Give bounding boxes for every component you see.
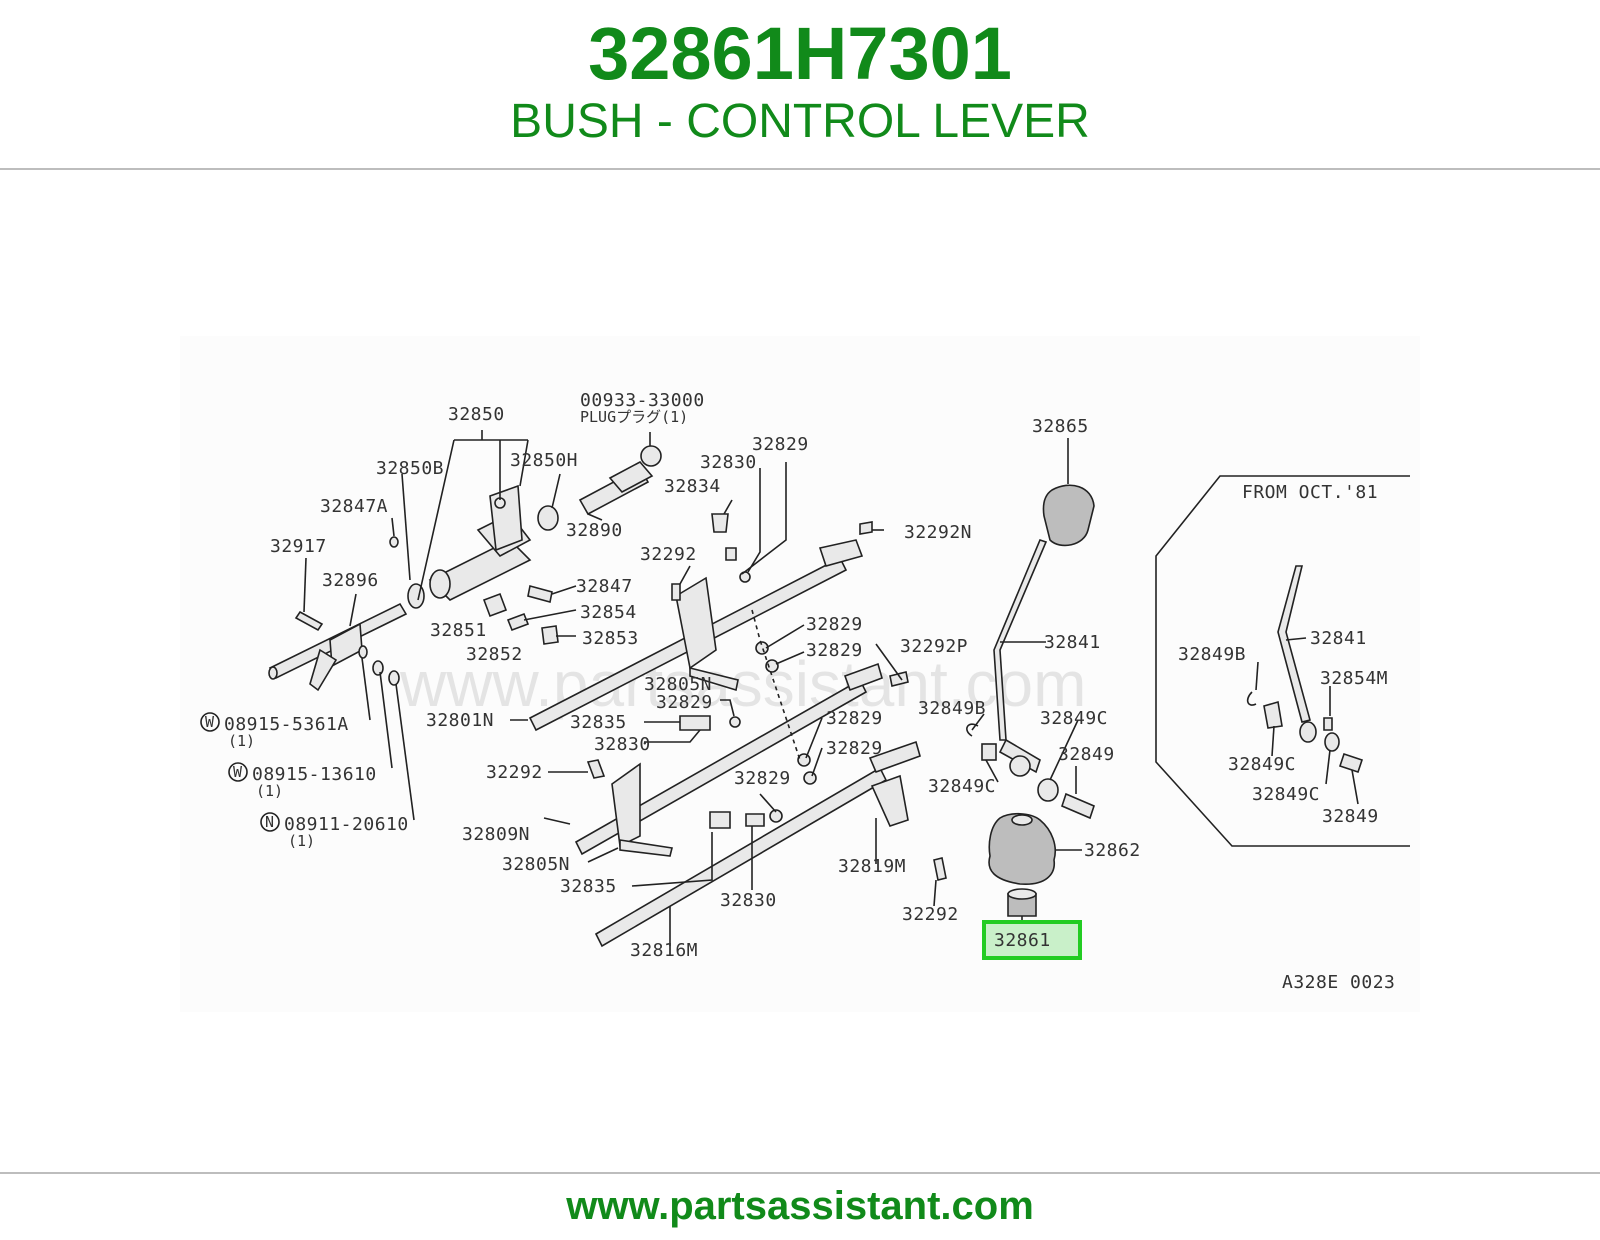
label-32292P: 32292P <box>900 636 968 657</box>
label-32850H: 32850H <box>510 450 578 471</box>
label-32835-upper: 32835 <box>570 712 627 733</box>
washer-mark-w2: W <box>233 763 243 781</box>
fork-rod-32809N <box>574 662 883 857</box>
label-32819M: 32819M <box>838 856 906 877</box>
label-32849C-inset-b: 32849C <box>1252 784 1320 805</box>
label-32850: 32850 <box>448 404 505 425</box>
label-32834: 32834 <box>664 476 721 497</box>
label-32292-middle: 32292 <box>486 762 543 783</box>
label-32809N: 32809N <box>462 824 530 845</box>
fastener-08911-20610: N 08911-20610 (1) <box>260 812 409 850</box>
label-32847A: 32847A <box>320 496 388 517</box>
highlight-box <box>982 920 1082 960</box>
label-32849C-inset-a: 32849C <box>1228 754 1296 775</box>
label-32829-e: 32829 <box>826 708 883 729</box>
striking-rod-32896 <box>268 602 408 692</box>
part-number-title: 32861H7301 <box>588 12 1012 95</box>
label-32829-f: 32829 <box>826 738 883 759</box>
fork-rod-32816M <box>594 740 921 948</box>
label-32849C-main-b: 32849C <box>928 776 996 797</box>
label-32917: 32917 <box>270 536 327 557</box>
nut-mark-n: N <box>265 813 274 831</box>
washer-mark-w: W <box>205 713 215 731</box>
label-32854M: 32854M <box>1320 668 1388 689</box>
bush-control-lever-32861 <box>1007 888 1037 917</box>
leader-lines <box>303 430 1359 946</box>
label-32849-inset: 32849 <box>1322 806 1379 827</box>
label-08915-13610: 08915-13610 <box>252 764 377 785</box>
label-32830-upper: 32830 <box>700 452 757 473</box>
fastener-08915-13610: W 08915-13610 (1) <box>228 762 377 800</box>
label-32862: 32862 <box>1084 840 1141 861</box>
label-32849B-inset: 32849B <box>1178 644 1246 665</box>
fastener-08915-5361A: W 08915-5361A (1) <box>200 712 349 750</box>
label-32865: 32865 <box>1032 416 1089 437</box>
label-32292-lower: 32292 <box>902 904 959 925</box>
header-divider <box>0 168 1600 170</box>
page-header: 32861H7301 BUSH - CONTROL LEVER <box>0 0 1600 168</box>
control-housing-32850 <box>428 445 662 601</box>
label-32292-upper: 32292 <box>640 544 697 565</box>
control-lever-32841 <box>993 539 1048 777</box>
parts-diagram: www.partsassistant.com <box>180 336 1420 1012</box>
label-32829-c: 32829 <box>806 640 863 661</box>
label-32292N: 32292N <box>904 522 972 543</box>
label-32805N-lower: 32805N <box>502 854 570 875</box>
diagram-code: A328E 0023 <box>1282 972 1395 993</box>
boot-32862 <box>988 812 1056 885</box>
label-32830-lower: 32830 <box>720 890 777 911</box>
exploded-view-drawing: www.partsassistant.com <box>200 390 1410 993</box>
label-32849B-main: 32849B <box>918 698 986 719</box>
label-32849-main: 32849 <box>1058 744 1115 765</box>
label-08915-5361A: 08915-5361A <box>224 714 349 735</box>
inset-border <box>1155 475 1410 847</box>
part-name-subtitle: BUSH - CONTROL LEVER <box>510 95 1090 148</box>
label-qty-1c: (1) <box>288 832 315 850</box>
label-32830-middle: 32830 <box>594 734 651 755</box>
label-32890: 32890 <box>566 520 623 541</box>
label-32841-inset: 32841 <box>1310 628 1367 649</box>
housing-pins <box>482 513 737 645</box>
check-balls <box>586 521 947 881</box>
label-32896: 32896 <box>322 570 379 591</box>
label-32829-g: 32829 <box>734 768 791 789</box>
part-labels: 32850 00933-33000 PLUGプラグ(1) 32850B 3285… <box>200 390 1395 993</box>
watermark-text: www.partsassistant.com <box>399 648 1086 720</box>
label-32851: 32851 <box>430 620 487 641</box>
fork-rod-32801N <box>528 539 864 732</box>
label-32854: 32854 <box>580 602 637 623</box>
label-32816M: 32816M <box>630 940 698 961</box>
shift-knob-32865 <box>1042 484 1095 547</box>
label-plug-note: PLUGプラグ(1) <box>580 408 688 426</box>
footer-divider <box>0 1172 1600 1174</box>
label-32801N: 32801N <box>426 710 494 731</box>
label-qty-1b: (1) <box>256 782 283 800</box>
label-32835-lower: 32835 <box>560 876 617 897</box>
label-32829-d: 32829 <box>656 692 713 713</box>
label-qty-1a: (1) <box>228 732 255 750</box>
label-32853: 32853 <box>582 628 639 649</box>
label-32829-b: 32829 <box>806 614 863 635</box>
label-32829-upper: 32829 <box>752 434 809 455</box>
label-32841-main: 32841 <box>1044 632 1101 653</box>
label-32805N-upper: 32805N <box>644 674 712 695</box>
label-08911-20610: 08911-20610 <box>284 814 409 835</box>
label-32850B: 32850B <box>376 458 444 479</box>
inset-lever-32841 <box>1246 565 1364 774</box>
site-url[interactable]: www.partsassistant.com <box>566 1184 1034 1228</box>
label-32847: 32847 <box>576 576 633 597</box>
label-32849C-main-a: 32849C <box>1040 708 1108 729</box>
label-32852: 32852 <box>466 644 523 665</box>
label-from-oct-81: FROM OCT.'81 <box>1242 482 1378 503</box>
label-00933-33000: 00933-33000 <box>580 390 705 411</box>
label-32861-highlighted: 32861 <box>994 930 1051 951</box>
lever-small-parts <box>966 723 1095 820</box>
